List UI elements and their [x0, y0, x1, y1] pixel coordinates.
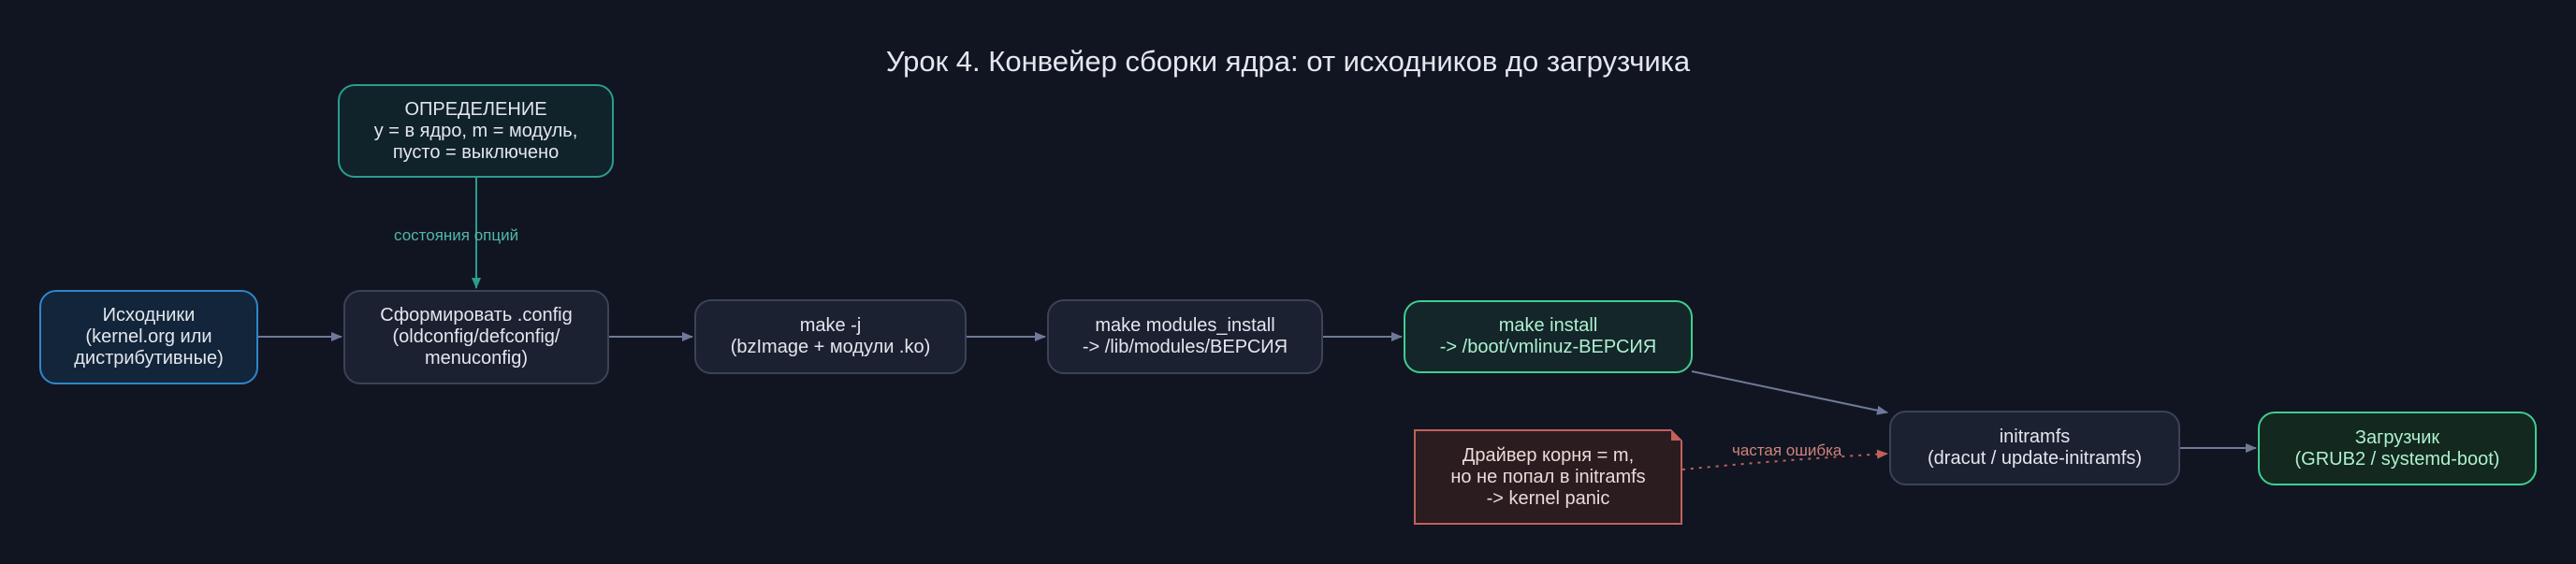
node-note-line-3: -> kernel panic — [1486, 487, 1610, 509]
node-initramfs: initramfs (dracut / update-initramfs) — [1889, 411, 2180, 485]
node-make-install-line-2: -> /boot/vmlinuz-ВЕРСИЯ — [1439, 337, 1657, 357]
node-config: Сформировать .config (oldconfig/defconfi… — [343, 290, 609, 384]
node-note-line-2: но не попал в initramfs — [1450, 466, 1646, 487]
node-initramfs-line-2: (dracut / update-initramfs) — [1928, 448, 2142, 469]
node-note-root-driver: Драйвер корня = m, но не попал в initram… — [1414, 429, 1682, 525]
node-initramfs-line-1: initramfs — [1999, 427, 2071, 447]
node-make-j-line-2: (bzImage + модули .ko) — [730, 337, 931, 357]
node-sources-line-3: дистрибутивные) — [74, 348, 224, 369]
node-make-j: make -j (bzImage + модули .ko) — [694, 299, 967, 374]
note-fold-corner — [1671, 429, 1682, 441]
node-config-line-1: Сформировать .config — [380, 305, 573, 325]
node-definition-line-3: пусто = выключено — [392, 141, 560, 163]
node-definition-line-2: y = в ядро, m = модуль, — [373, 120, 578, 141]
node-modules-install: make modules_install -> /lib/modules/ВЕР… — [1047, 299, 1323, 374]
diagram-title: Урок 4. Конвейер сборки ядра: от исходни… — [885, 45, 1691, 78]
node-definition: ОПРЕДЕЛЕНИЕ y = в ядро, m = модуль, пуст… — [338, 84, 614, 178]
node-config-line-2: (oldconfig/defconfig/ — [392, 326, 560, 347]
node-sources-line-2: (kernel.org или — [85, 326, 212, 347]
node-make-j-line-1: make -j — [799, 315, 862, 336]
node-note-line-1: Драйвер корня = m, — [1462, 444, 1635, 466]
node-definition-line-1: ОПРЕДЕЛЕНИЕ — [404, 98, 547, 120]
node-modules-install-line-2: -> /lib/modules/ВЕРСИЯ — [1082, 337, 1288, 357]
node-sources: Исходники (kernel.org или дистрибутивные… — [39, 290, 258, 384]
node-modules-install-line-1: make modules_install — [1095, 315, 1275, 336]
edge-note-initramfs — [1681, 449, 1888, 470]
node-config-line-3: menuconfig) — [424, 348, 529, 369]
edge-label-option-states: состояния опций — [394, 226, 519, 244]
node-make-install-line-1: make install — [1498, 315, 1598, 336]
node-bootloader: Загрузчик (GRUB2 / systemd-boot) — [2258, 412, 2537, 485]
node-sources-line-1: Исходники — [102, 305, 196, 325]
edge-label-common-mistake: частая ошибка — [1732, 441, 1842, 459]
node-make-install: make install -> /boot/vmlinuz-ВЕРСИЯ — [1404, 300, 1693, 373]
node-bootloader-line-1: Загрузчик — [2354, 427, 2440, 448]
node-bootloader-line-2: (GRUB2 / systemd-boot) — [2294, 448, 2500, 470]
edge-install-initramfs — [1691, 370, 1888, 415]
